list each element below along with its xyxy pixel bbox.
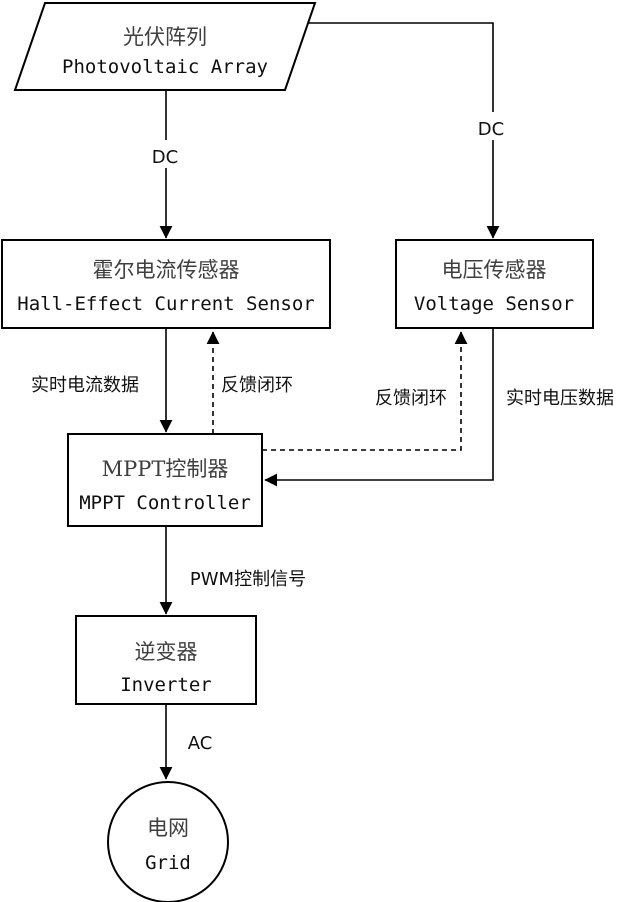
hall-sensor-node: 霍尔电流传感器 Hall-Effect Current Sensor: [1, 239, 331, 329]
edge-label-feedback-left: 反馈闭环: [221, 375, 293, 396]
edge-label-feedback-right: 反馈闭环: [375, 388, 447, 409]
dc-left-label-background: [146, 140, 186, 168]
hall-sensor-box: [1, 239, 331, 329]
arrow-feedback-mppt-to-voltage-sensor: [262, 331, 468, 451]
voltage-sensor-label-en: Voltage Sensor: [414, 293, 574, 315]
mppt-controller-label-zh: MPPT控制器: [102, 457, 229, 481]
grid-label-zh: 电网: [147, 816, 189, 840]
inverter-label-en: Inverter: [120, 674, 212, 696]
edge-label-current-data: 实时电流数据: [31, 375, 139, 396]
inverter-box: [75, 615, 257, 705]
arrow-voltage-sensor-to-mppt: [264, 328, 494, 487]
mppt-controller-label-en: MPPT Controller: [79, 492, 251, 514]
voltage-sensor-box: [395, 239, 594, 329]
grid-node: 电网 Grid: [107, 781, 229, 902]
voltage-sensor-node: 电压传感器 Voltage Sensor: [395, 239, 594, 329]
mppt-controller-box: [67, 433, 263, 527]
hall-sensor-label-en: Hall-Effect Current Sensor: [17, 293, 314, 315]
pv-array-parallelogram: [13, 1, 317, 91]
edge-label-pwm: PWM控制信号: [190, 569, 306, 590]
mppt-controller-node: MPPT控制器 MPPT Controller: [67, 433, 263, 527]
grid-label-en: Grid: [145, 852, 191, 874]
edge-label-dc-left: DC: [152, 147, 178, 168]
inverter-node: 逆变器 Inverter: [75, 615, 257, 705]
edge-label-ac: AC: [188, 733, 213, 754]
inverter-label-zh: 逆变器: [135, 640, 198, 664]
arrow-pv-to-voltage-sensor: [308, 22, 500, 239]
dc-right-label-background: [472, 112, 512, 140]
edge-label-dc-right: DC: [478, 119, 504, 140]
pv-array-node: 光伏阵列 Photovoltaic Array: [13, 1, 317, 91]
hall-sensor-label-zh: 霍尔电流传感器: [93, 258, 240, 282]
pv-array-label-en: Photovoltaic Array: [62, 56, 268, 78]
edge-label-voltage-data: 实时电压数据: [506, 388, 614, 409]
pv-array-label-zh: 光伏阵列: [123, 25, 207, 49]
voltage-sensor-label-zh: 电压传感器: [442, 258, 547, 282]
grid-circle: [107, 781, 229, 902]
